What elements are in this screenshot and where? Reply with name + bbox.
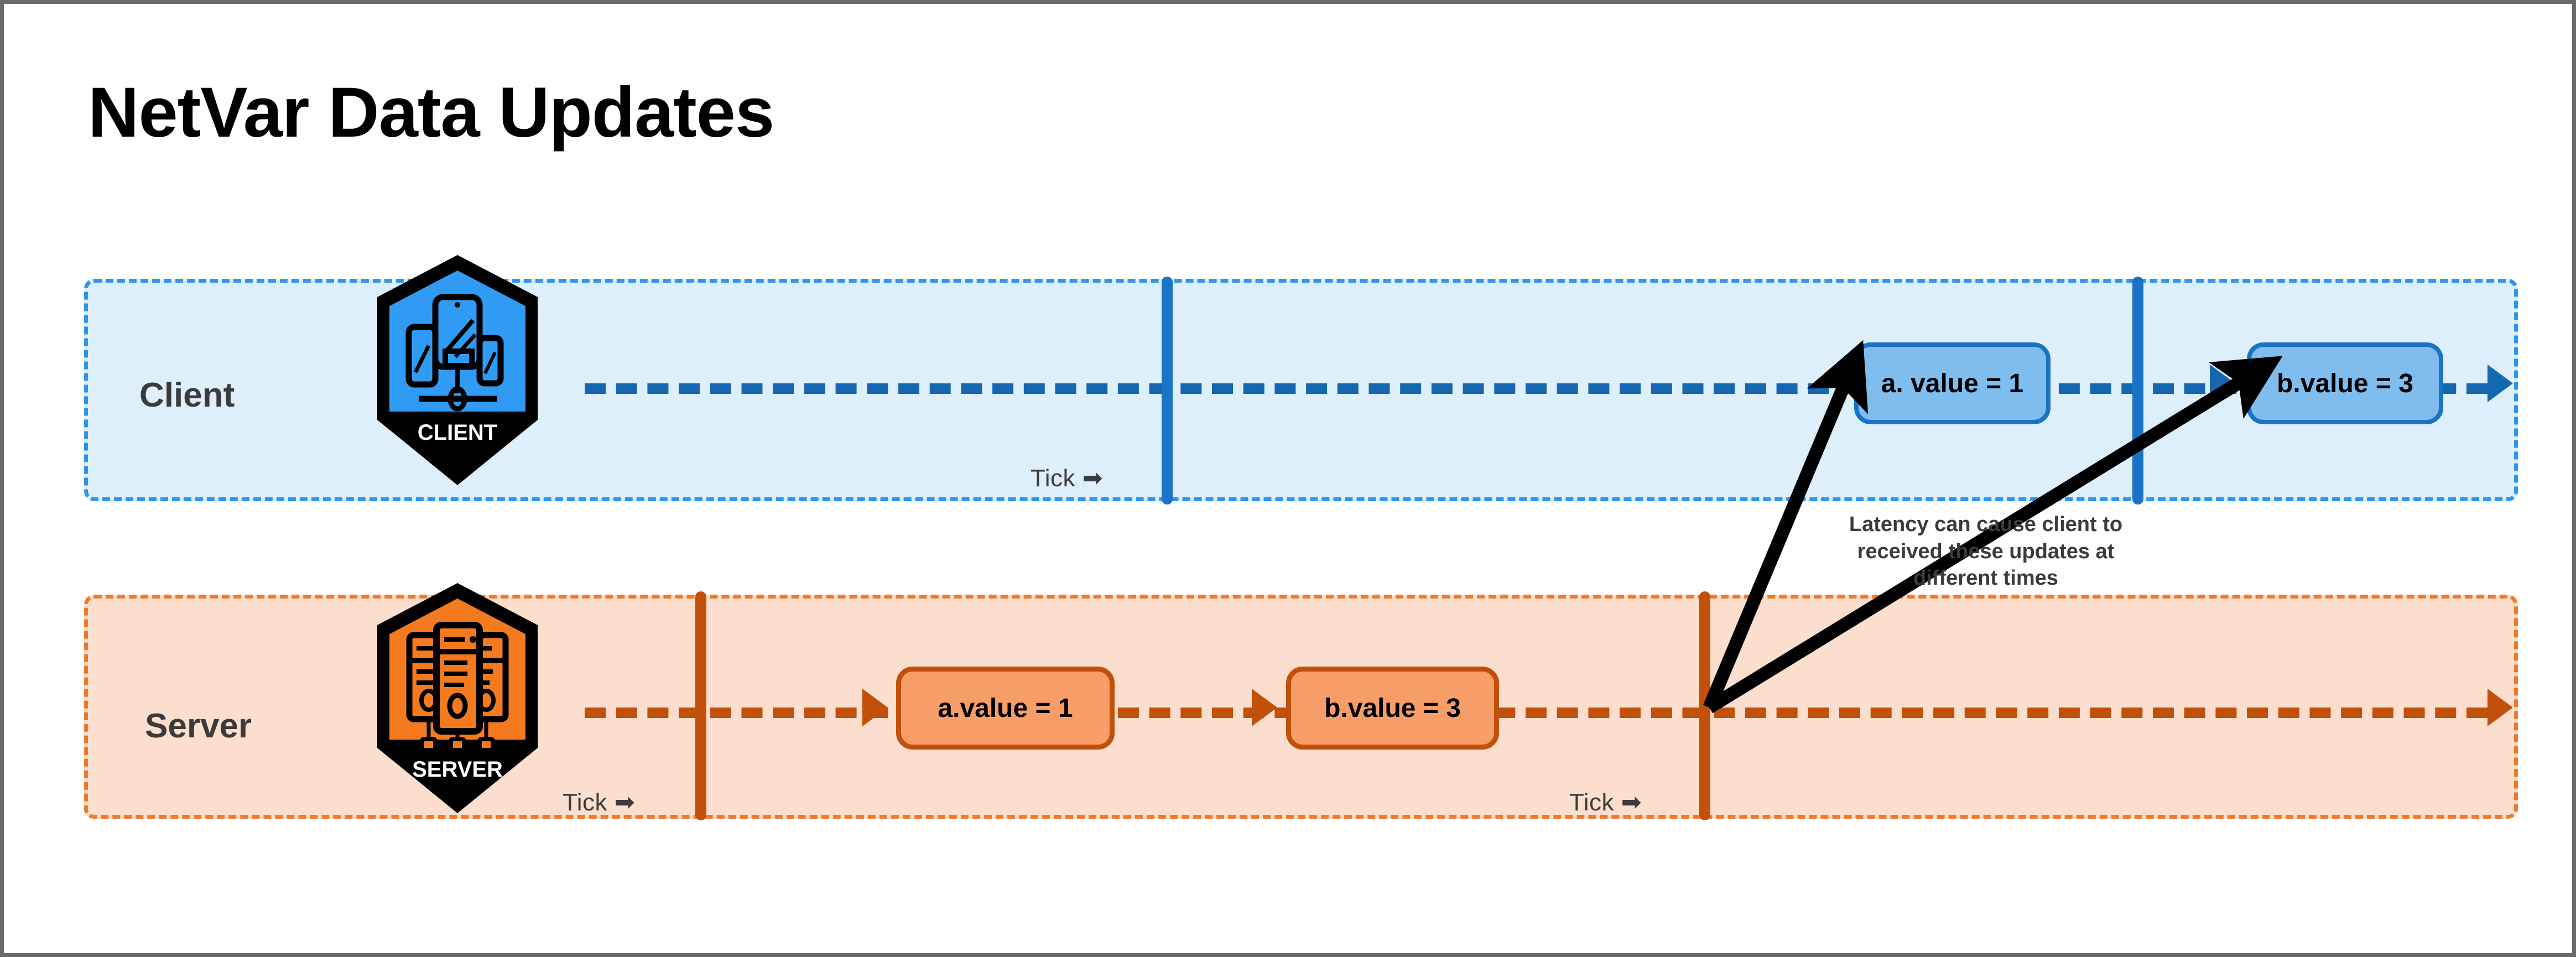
server-badge-caption: SERVER [412, 757, 503, 782]
client-badge: CLIENT [347, 254, 568, 486]
server-timeline-arrowhead-to-b [1252, 689, 1277, 726]
server-value-box-b: b.value = 3 [1286, 667, 1499, 750]
client-tick-1 [1162, 277, 1173, 504]
client-value-box-a: a. value = 1 [1854, 342, 2051, 424]
server-badge: SERVER [347, 582, 568, 814]
client-value-box-b: b.value = 3 [2247, 342, 2443, 424]
server-rack-icon: SERVER [377, 583, 538, 813]
client-tick-2 [2132, 277, 2143, 504]
latency-annotation-line-2: received these updates at [1857, 539, 2115, 563]
server-timeline-arrowhead-end [2487, 689, 2513, 726]
server-timeline-arrowhead-to-a [862, 689, 888, 726]
client-tick-1-label: Tick ➡ [1031, 465, 1104, 492]
server-lane-label: Server [145, 707, 252, 745]
server-tick-1 [695, 591, 706, 820]
client-timeline [585, 383, 2487, 394]
server-tick-2 [1699, 591, 1710, 820]
client-timeline-arrowhead-to-b [2210, 365, 2235, 402]
page-title: NetVar Data Updates [88, 73, 774, 152]
server-value-box-a: a.value = 1 [896, 667, 1115, 750]
client-device-icon: CLIENT [377, 255, 538, 485]
latency-annotation-line-1: Latency can cause client to [1849, 513, 2123, 536]
latency-annotation-line-3: different times [1913, 566, 2058, 590]
latency-annotation: Latency can cause client to received the… [1839, 511, 2132, 592]
server-tick-1-label: Tick ➡ [563, 789, 636, 816]
client-lane-label: Client [139, 376, 235, 414]
client-timeline-arrowhead-end [2487, 365, 2513, 402]
server-tick-2-label: Tick ➡ [1569, 789, 1642, 816]
client-badge-caption: CLIENT [418, 420, 497, 445]
